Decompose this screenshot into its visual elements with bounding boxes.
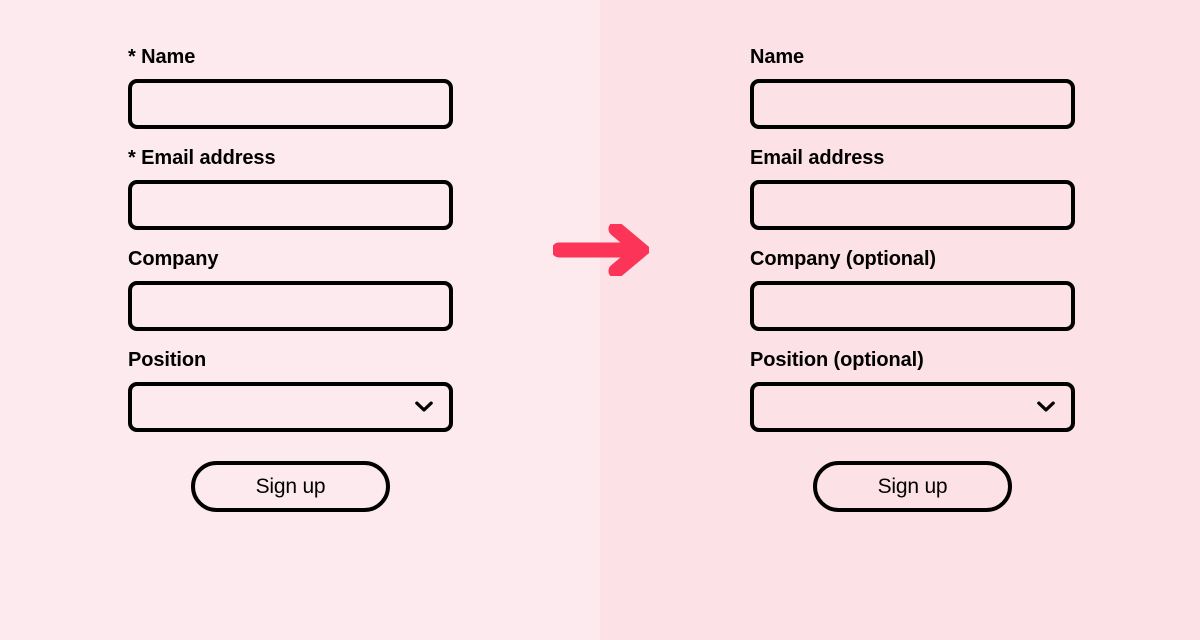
signup-form-after: Name Email address Company (optional) Po…: [750, 44, 1075, 512]
field-group-name: Name: [750, 44, 1075, 129]
field-group-email: * Email address: [128, 145, 453, 230]
input-name[interactable]: [750, 79, 1075, 129]
label-name: * Name: [128, 46, 196, 68]
select-position[interactable]: [128, 382, 453, 432]
select-wrap-position: [128, 382, 453, 432]
field-group-company: Company: [128, 246, 453, 331]
field-group-email: Email address: [750, 145, 1075, 230]
label-email: * Email address: [128, 147, 276, 169]
label-company: Company (optional): [750, 248, 936, 270]
input-email[interactable]: [750, 180, 1075, 230]
input-company[interactable]: [128, 281, 453, 331]
field-group-company: Company (optional): [750, 246, 1075, 331]
panel-before: * Name * Email address Company Position: [0, 0, 600, 640]
input-email[interactable]: [128, 180, 453, 230]
label-position: Position (optional): [750, 349, 924, 371]
label-name: Name: [750, 46, 805, 68]
signup-button[interactable]: Sign up: [191, 461, 390, 512]
submit-row-after: Sign up: [750, 461, 1075, 512]
input-company[interactable]: [750, 281, 1075, 331]
signup-button[interactable]: Sign up: [813, 461, 1012, 512]
panel-after: Name Email address Company (optional) Po…: [600, 0, 1200, 640]
field-group-position: Position: [128, 347, 453, 432]
submit-row-before: Sign up: [128, 461, 453, 512]
field-group-name: * Name: [128, 44, 453, 129]
field-group-position: Position (optional): [750, 347, 1075, 432]
label-position: Position: [128, 349, 207, 371]
label-company: Company: [128, 248, 219, 270]
select-position[interactable]: [750, 382, 1075, 432]
select-wrap-position: [750, 382, 1075, 432]
label-email: Email address: [750, 147, 885, 169]
signup-form-before: * Name * Email address Company Position: [128, 44, 453, 512]
input-name[interactable]: [128, 79, 453, 129]
